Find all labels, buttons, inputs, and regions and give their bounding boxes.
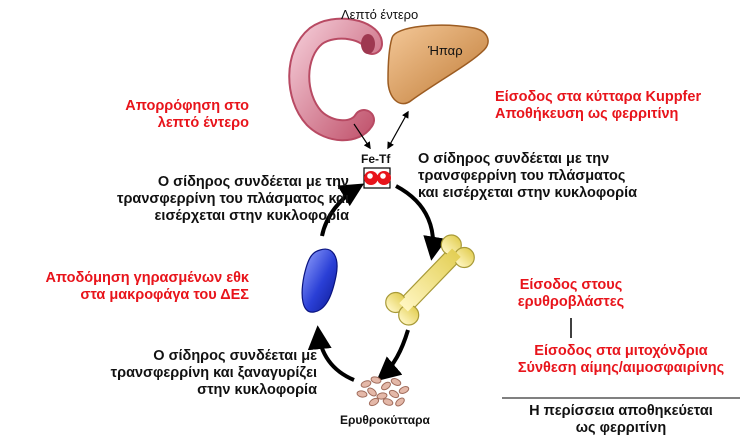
- degradation-line-2: στα μακροφάγα του ΔΕΣ: [45, 287, 249, 304]
- binding-bottom-line-1: Ο σίδηρος συνδέεται με: [111, 348, 317, 365]
- absorption-label: Απορρόφηση στο λεπτό έντερο: [125, 98, 249, 132]
- excess-label: Η περίσσεια αποθηκεύεται ως φερριτίνη: [502, 403, 740, 437]
- binding-right-label: Ο σίδηρος συνδέεται με την τρανσφερρίνη …: [418, 151, 637, 202]
- kupffer-label: Είσοδος στα κύτταρα Kuppfer Αποθήκευση ω…: [495, 89, 701, 123]
- arrow-cells-to-macrophage: [318, 330, 354, 380]
- erythroblasts-label: Είσοδος στους ερυθροβλάστες: [511, 277, 631, 311]
- binding-top-label: Ο σίδηρος συνδέεται με την τρανσφερρίνη …: [117, 174, 349, 225]
- binding-right-line-2: τρανσφερρίνη του πλάσματος: [418, 168, 637, 185]
- excess-line-1: Η περίσσεια αποθηκεύεται: [502, 403, 740, 420]
- small-intestine-label: Λεπτό έντερο: [341, 7, 418, 22]
- kupffer-line-1: Είσοδος στα κύτταρα Kuppfer: [495, 89, 701, 106]
- arrow-liver-fetf: [388, 112, 408, 148]
- bone-icon: [382, 231, 479, 329]
- binding-right-line-3: και εισέρχεται στην κυκλοφορία: [418, 185, 637, 202]
- small-intestine-icon: [299, 29, 375, 131]
- degradation-label: Αποδόμηση γηρασμένων εθκ στα μακροφάγα τ…: [45, 270, 249, 304]
- erythroblasts-line-2: ερυθροβλάστες: [511, 294, 631, 311]
- red-blood-cells-icon: [357, 376, 410, 408]
- excess-line-2: ως φερριτίνη: [502, 420, 740, 437]
- binding-top-line-2: τρανσφερρίνη του πλάσματος και: [117, 191, 349, 208]
- binding-top-line-3: εισέρχεται στην κυκλοφορία: [117, 208, 349, 225]
- binding-bottom-line-2: τρανσφερρίνη και ξαναγυρίζει: [111, 365, 317, 382]
- mitochondria-label: Είσοδος στα μιτοχόνδρια Σύνθεση αίμης/αι…: [502, 343, 740, 377]
- erythroblasts-line-1: Είσοδος στους: [511, 277, 631, 294]
- mitochondria-line-2: Σύνθεση αίμης/αιμοσφαιρίνης: [502, 360, 740, 377]
- arrow-bone-to-cells: [380, 330, 408, 378]
- absorption-line-2: λεπτό έντερο: [125, 115, 249, 132]
- binding-bottom-label: Ο σίδηρος συνδέεται με τρανσφερρίνη και …: [111, 348, 317, 399]
- fe-tf-label: Fe-Tf: [361, 152, 390, 166]
- kupffer-line-2: Αποθήκευση ως φερριτίνη: [495, 106, 701, 123]
- liver-icon: [388, 25, 488, 103]
- binding-bottom-line-3: στην κυκλοφορία: [111, 382, 317, 399]
- red-cells-label: Ερυθροκύτταρα: [340, 413, 430, 427]
- mitochondria-line-1: Είσοδος στα μιτοχόνδρια: [502, 343, 740, 360]
- fe-tf-complex-icon: [364, 168, 391, 188]
- binding-right-line-1: Ο σίδηρος συνδέεται με την: [418, 151, 637, 168]
- binding-top-line-1: Ο σίδηρος συνδέεται με την: [117, 174, 349, 191]
- liver-label: Ήπαρ: [428, 43, 463, 58]
- macrophage-icon: [302, 249, 337, 312]
- degradation-line-1: Αποδόμηση γηρασμένων εθκ: [45, 270, 249, 287]
- absorption-line-1: Απορρόφηση στο: [125, 98, 249, 115]
